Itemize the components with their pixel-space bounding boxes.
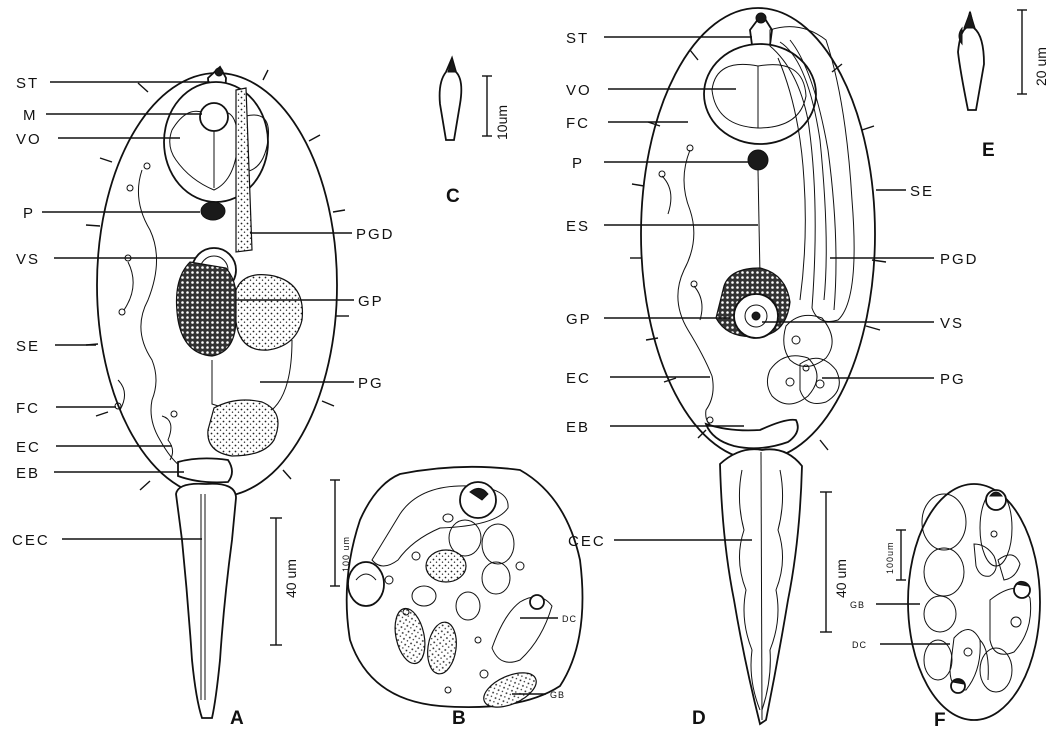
scale-bar-f	[896, 530, 906, 580]
label-vs-d: VS	[940, 315, 964, 332]
panel-label-a: A	[230, 708, 244, 729]
label-ec-d: EC	[566, 370, 591, 387]
label-cec-d: CEC	[568, 533, 606, 550]
panel-label-c: C	[446, 186, 460, 207]
scale-bar-e	[1017, 10, 1027, 94]
label-st-d: ST	[566, 30, 589, 47]
label-se-a: SE	[16, 338, 40, 355]
label-pgd-a: PGD	[356, 226, 395, 243]
scale-bar-b	[330, 480, 340, 586]
label-pg-a: PG	[358, 375, 384, 392]
label-fc-a: FC	[16, 400, 40, 417]
label-pg-d: PG	[940, 371, 966, 388]
scale-label-e: 20 um	[1033, 47, 1049, 86]
label-gp-d: GP	[566, 311, 592, 328]
genital-primordium-a	[177, 262, 237, 356]
figure-b: 100 um DC GB B	[330, 467, 583, 729]
penetration-gland-a	[236, 275, 302, 351]
oral-sucker-a	[164, 82, 268, 202]
label-eb-d: EB	[566, 419, 590, 436]
scale-label-a: 40 um	[283, 559, 299, 598]
label-vo-d: VO	[566, 82, 592, 99]
panel-label-f: F	[934, 710, 946, 731]
mouth-a	[200, 103, 228, 131]
figure-f: 100um GB DC F	[850, 484, 1040, 731]
penetration-gland-lower-a	[208, 400, 278, 456]
label-es-d: ES	[566, 218, 590, 235]
figure-c: 10um C	[440, 58, 510, 207]
scale-bar-a	[270, 518, 282, 645]
label-vs-a: VS	[16, 251, 40, 268]
panel-label-d: D	[692, 708, 706, 729]
scale-label-d: 40 um	[833, 559, 849, 598]
pharynx-a	[201, 202, 225, 220]
excretory-bladder-a	[178, 458, 232, 482]
panel-label-e: E	[982, 140, 995, 161]
label-fc-d: FC	[566, 115, 590, 132]
scale-bar-d	[820, 492, 832, 632]
tail-a	[176, 484, 236, 718]
label-cec-a: CEC	[12, 532, 50, 549]
label-gp-a: GP	[358, 293, 384, 310]
label-gb-f: GB	[850, 600, 865, 610]
label-vo-a: VO	[16, 131, 42, 148]
scale-label-c: 10um	[494, 105, 510, 140]
figure-a: 40 um ST M VO P VS SE FC EC EB CEC PGD G…	[12, 67, 395, 729]
pharynx-d	[748, 150, 768, 170]
scale-label-f: 100um	[885, 541, 895, 574]
label-p-a: P	[23, 205, 35, 222]
label-se-d: SE	[910, 183, 934, 200]
label-m-a: M	[23, 107, 38, 124]
label-eb-a: EB	[16, 465, 40, 482]
label-dc-f: DC	[852, 640, 867, 650]
panel-label-b: B	[452, 708, 466, 729]
oral-sucker-d	[704, 44, 816, 144]
label-ec-a: EC	[16, 439, 41, 456]
scale-bar-c	[482, 76, 492, 136]
scale-label-b: 100 um	[341, 536, 351, 572]
figure-e: 20 um E	[958, 10, 1049, 161]
label-gb-b: GB	[550, 690, 565, 700]
label-pgd-d: PGD	[940, 251, 979, 268]
label-p-d: P	[572, 155, 584, 172]
label-st-a: ST	[16, 75, 39, 92]
label-dc-b: DC	[562, 614, 577, 624]
